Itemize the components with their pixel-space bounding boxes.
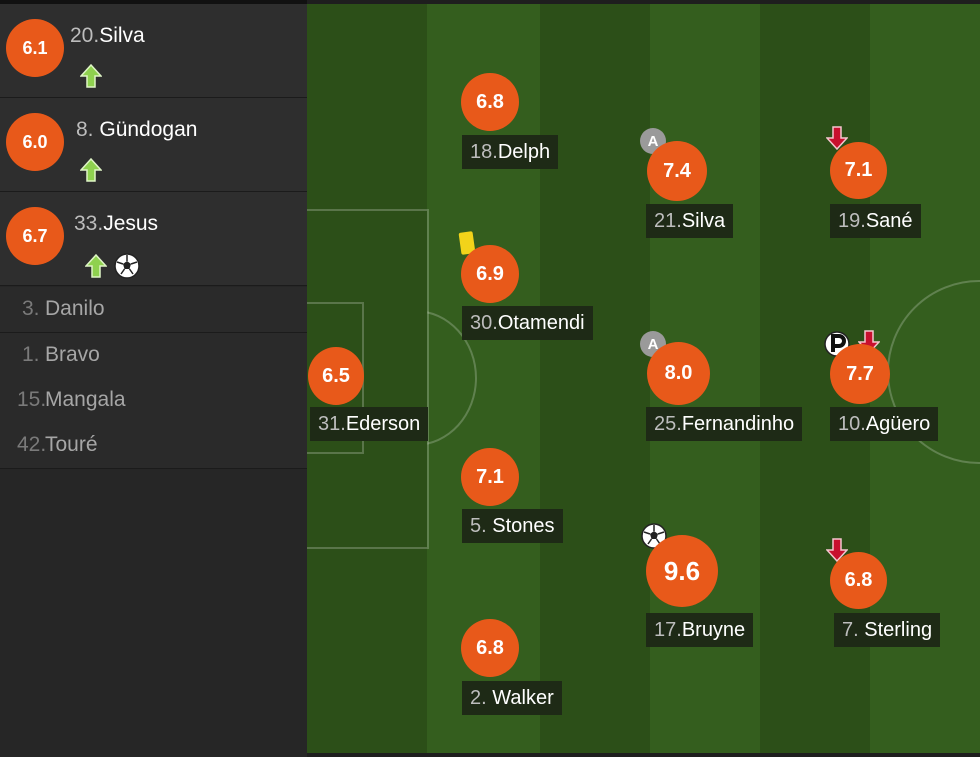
player-number: 30. xyxy=(470,312,498,334)
player-number: 5. xyxy=(470,515,487,537)
player-name-text: Silva xyxy=(99,24,145,47)
substitute-row[interactable]: 6.1 20.Silva xyxy=(0,4,307,98)
bench-row[interactable]: 42. Touré xyxy=(0,423,307,469)
player-name-text: Fernandinho xyxy=(681,413,795,435)
player-name-text: Sané xyxy=(865,210,913,232)
rating-badge: 6.1 xyxy=(6,19,64,77)
bench-number: 1. xyxy=(22,343,40,366)
bench-row[interactable]: 3. Danilo xyxy=(0,287,307,333)
player-number: 31. xyxy=(318,413,346,435)
goal-ball-icon xyxy=(114,253,140,279)
rating-badge: 6.9 xyxy=(461,245,519,303)
player-number: 20. xyxy=(70,24,100,47)
player-number: 25. xyxy=(654,413,682,435)
player-name: 8. Gündogan xyxy=(76,118,197,142)
rating-badge: 7.7 xyxy=(830,344,890,404)
player-name-text: Bruyne xyxy=(681,619,746,641)
rating-badge: 6.8 xyxy=(830,552,887,609)
bench-name: Bravo xyxy=(45,343,100,366)
player-name-text: Sterling xyxy=(864,619,933,641)
bench-number: 3. xyxy=(22,297,40,320)
player-number: 33. xyxy=(74,212,104,235)
sub-off-arrow-icon xyxy=(826,126,848,150)
rating-badge: 7.1 xyxy=(830,142,887,199)
player-name-label: 5. Stones xyxy=(462,509,563,543)
pitch-stripe xyxy=(540,4,650,753)
captain-icon: A xyxy=(640,128,666,154)
player-name-label: 19.Sané xyxy=(830,204,921,238)
player-name-text: Otamendi xyxy=(497,312,585,334)
sub-on-arrow-icon xyxy=(80,158,102,182)
event-icons xyxy=(80,64,102,88)
player-name-text: Ederson xyxy=(345,413,421,435)
sub-off-arrow-icon xyxy=(826,538,848,562)
substitute-row[interactable]: 6.0 8. Gündogan xyxy=(0,98,307,192)
bench-row[interactable]: 1. Bravo xyxy=(0,333,307,379)
player-name-label: 17.Bruyne xyxy=(646,613,754,647)
player-name-text: Delph xyxy=(497,141,551,163)
player-name: 20.Silva xyxy=(70,24,145,48)
player-name-label: 21.Silva xyxy=(646,204,734,238)
rating-badge: 7.4 xyxy=(647,141,707,201)
player-number: 8. xyxy=(76,118,94,141)
player-name-label: 18.Delph xyxy=(462,135,559,169)
player-name-text: Stones xyxy=(492,515,555,537)
rating-badge: 7.1 xyxy=(461,448,519,506)
player-name-text: Silva xyxy=(681,210,726,232)
player-name-text: Gündogan xyxy=(99,118,198,141)
player-name-label: 2. Walker xyxy=(462,681,562,715)
player-number: 17. xyxy=(654,619,682,641)
bench-number: 15. xyxy=(17,388,47,411)
event-icons xyxy=(85,252,141,280)
player-number: 18. xyxy=(470,141,498,163)
sub-on-arrow-icon xyxy=(85,254,107,278)
rating-badge: 8.0 xyxy=(647,342,710,405)
player-name-text: Walker xyxy=(492,687,554,709)
player-name-text: Agüero xyxy=(865,413,931,435)
player-number: 7. xyxy=(842,619,859,641)
player-name-label: 31.Ederson xyxy=(310,407,429,441)
player-name-label: 25.Fernandinho xyxy=(646,407,803,441)
panel-top-border xyxy=(0,0,307,4)
player-name-text: Jesus xyxy=(103,212,159,235)
substitutes-panel: 6.1 20.Silva 6.0 8. Gündogan 6.7 33.Jesu… xyxy=(0,0,307,757)
player-number: 2. xyxy=(470,687,487,709)
rating-badge: 6.8 xyxy=(461,73,519,131)
player-name-label: 10.Agüero xyxy=(830,407,939,441)
event-icons xyxy=(80,158,102,182)
bench-name: Danilo xyxy=(45,297,105,320)
player-number: 10. xyxy=(838,413,866,435)
rating-badge: 6.5 xyxy=(308,347,364,405)
rating-badge: 9.6 xyxy=(646,535,718,607)
rating-badge: 6.0 xyxy=(6,113,64,171)
substitute-row[interactable]: 6.7 33.Jesus xyxy=(0,192,307,286)
sub-on-arrow-icon xyxy=(80,64,102,88)
rating-badge: 6.8 xyxy=(461,619,519,677)
player-name: 33.Jesus xyxy=(74,212,158,236)
rating-badge: 6.7 xyxy=(6,207,64,265)
player-name-label: 30.Otamendi xyxy=(462,306,593,340)
bench-row[interactable]: 15. Mangala xyxy=(0,378,307,424)
bench-name: Mangala xyxy=(45,388,126,411)
player-number: 21. xyxy=(654,210,682,232)
player-name-label: 7. Sterling xyxy=(834,613,941,647)
bench-number: 42. xyxy=(17,433,47,456)
bench-name: Touré xyxy=(45,433,98,456)
player-number: 19. xyxy=(838,210,866,232)
